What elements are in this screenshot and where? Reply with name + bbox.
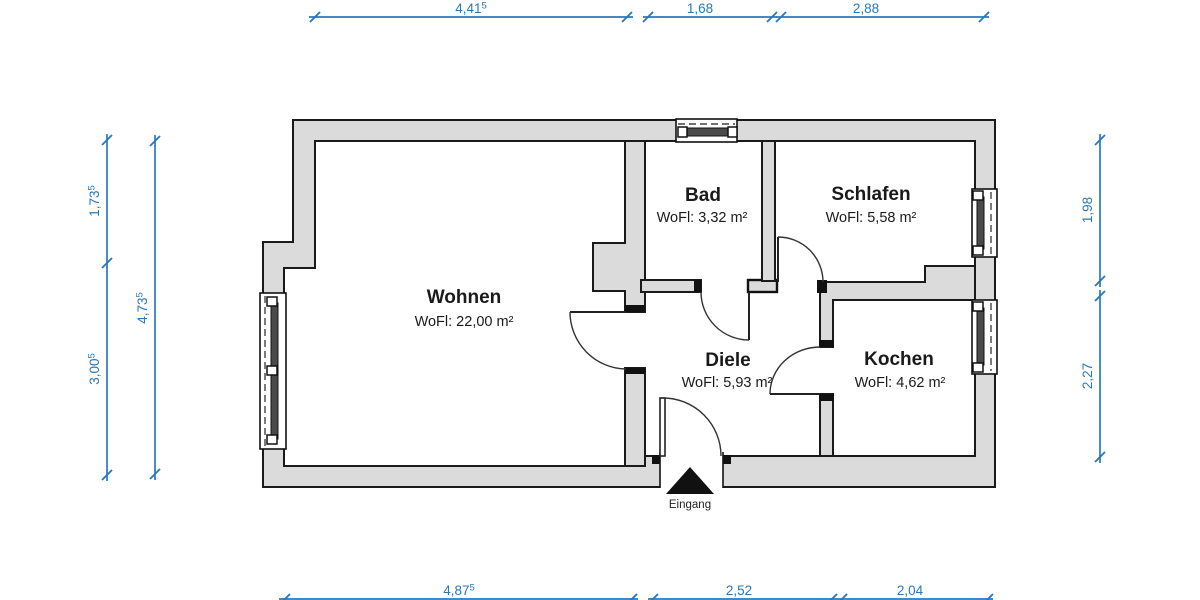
wall-diele-kochen-lower [819, 393, 834, 457]
room-area-bad: WoFl: 3,32 m² [657, 210, 748, 226]
wall-wohnen-east-upper [592, 140, 646, 313]
dim-bottom-1: 4,875 [443, 583, 475, 599]
dim-top-3: 2,88 [853, 1, 879, 16]
dim-left-3: 4,735 [135, 292, 151, 324]
dim-bottom-2: 2,52 [726, 583, 752, 598]
jamb-schlafen-right [817, 280, 827, 293]
dimension-right: 1,98 2,27 [1080, 134, 1106, 463]
dim-bottom-3: 2,04 [897, 583, 924, 598]
door-wohnen [569, 311, 627, 370]
window-wohnen-west [259, 292, 287, 450]
entrance-arrow-icon [666, 467, 714, 494]
dimension-top: 4,415 1,68 2,88 [309, 1, 990, 23]
room-area-kochen: WoFl: 4,62 m² [855, 375, 946, 391]
wall-schlafen-kochen [819, 265, 976, 348]
jamb-kochen-bottom [819, 394, 834, 401]
dim-top-2: 1,68 [687, 1, 713, 16]
wall-bad-schlafen [761, 140, 776, 282]
dim-right-1: 1,98 [1080, 197, 1095, 223]
dim-top-1: 4,415 [455, 1, 487, 17]
window-schlafen-east [971, 188, 998, 258]
room-label-schlafen: Schlafen [831, 184, 910, 205]
dim-left-2: 3,005 [87, 353, 103, 385]
door-bad [700, 291, 750, 341]
entrance-label: Eingang [669, 499, 711, 511]
door-entrance [659, 397, 722, 457]
dim-right-2: 2,27 [1080, 363, 1095, 389]
jamb-bad-left [694, 280, 701, 292]
dimension-bottom: 4,875 2,52 2,04 [279, 583, 994, 600]
window-kochen-east [971, 299, 998, 375]
dimension-left: 1,735 3,005 4,735 [87, 134, 161, 481]
room-label-diele: Diele [705, 350, 750, 371]
jamb-wohnen-bottom [625, 368, 645, 374]
jamb-wohnen-top [625, 305, 645, 312]
dim-left-1: 1,735 [87, 185, 103, 217]
room-label-wohnen: Wohnen [427, 287, 502, 308]
room-area-wohnen: WoFl: 22,00 m² [415, 314, 514, 330]
door-kochen [769, 346, 821, 395]
door-schlafen [777, 236, 824, 283]
room-label-kochen: Kochen [864, 349, 934, 370]
window-bad-north [675, 118, 738, 143]
room-area-schlafen: WoFl: 5,58 m² [826, 210, 917, 226]
wall-bad-south [640, 279, 702, 293]
room-area-diele: WoFl: 5,93 m² [682, 375, 773, 391]
room-label-bad: Bad [685, 185, 721, 206]
jamb-kochen-top [819, 340, 834, 347]
wall-wohnen-east-lower [624, 367, 646, 467]
